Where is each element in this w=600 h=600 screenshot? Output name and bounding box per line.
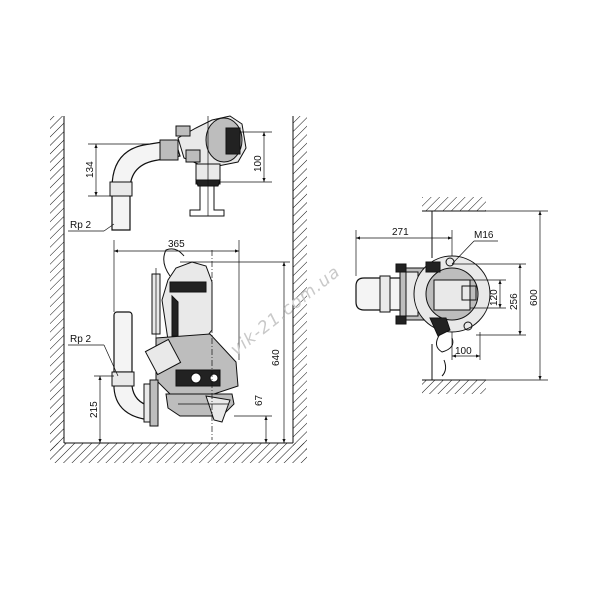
dim-365-label: 365 xyxy=(168,239,185,250)
dim-256: 256 xyxy=(452,263,526,336)
dim-100-top: 100 xyxy=(220,131,272,183)
dim-256-label: 256 xyxy=(509,293,520,310)
dim-134-label: 134 xyxy=(85,161,96,178)
pump-assembly xyxy=(111,248,239,440)
dim-67: 67 xyxy=(234,394,272,443)
dim-640: 640 xyxy=(180,261,290,443)
dim-120-label: 120 xyxy=(489,289,500,306)
dim-215-label: 215 xyxy=(89,401,100,418)
dim-134: 134 xyxy=(85,143,150,197)
dim-271-label: 271 xyxy=(392,227,409,238)
dim-600: 600 xyxy=(486,210,548,381)
rp2-top-label: Rp 2 xyxy=(70,220,92,231)
right-wall-hatching xyxy=(422,197,486,394)
m16-callout: M16 xyxy=(451,230,498,265)
left-well-walls xyxy=(50,116,307,463)
plan-pump xyxy=(355,255,491,377)
dim-640-label: 640 xyxy=(271,349,282,366)
rp2-mid-label: Rp 2 xyxy=(70,334,92,345)
rp2-mid-callout: Rp 2 xyxy=(68,334,119,377)
m16-label: M16 xyxy=(474,230,494,241)
dim-100-top-label: 100 xyxy=(253,155,264,172)
dim-600-label: 600 xyxy=(529,289,540,306)
watermark: vik-21.com.ua xyxy=(227,262,345,360)
dim-67-label: 67 xyxy=(254,394,265,406)
dim-271: 271 xyxy=(355,227,453,276)
dim-120: 120 xyxy=(470,279,506,309)
dim-100-right: 100 xyxy=(451,332,481,360)
dim-100-right-label: 100 xyxy=(455,346,472,357)
dim-215: 215 xyxy=(89,375,114,443)
top-valve-assembly xyxy=(109,115,247,231)
rp2-top-callout: Rp 2 xyxy=(68,220,115,232)
dim-365: 365 xyxy=(113,239,240,360)
